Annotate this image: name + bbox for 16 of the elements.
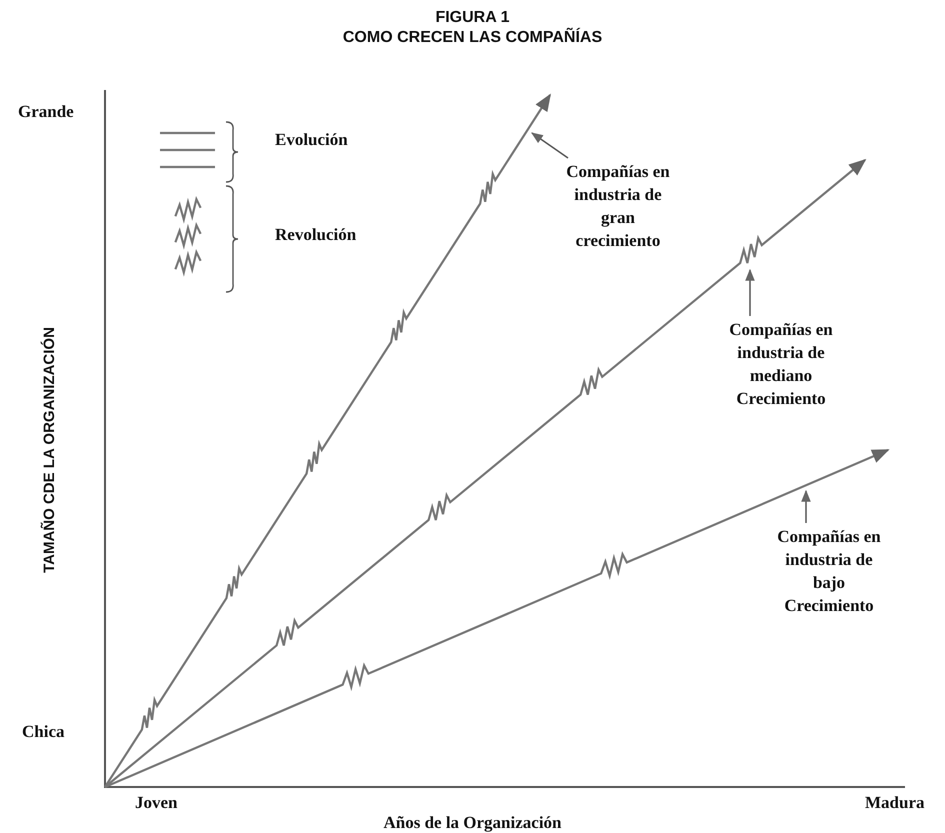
leader-arrow: [745, 268, 755, 316]
axis-title: Años de la Organización: [382, 813, 563, 833]
axis-label: Chica: [22, 722, 64, 742]
axis-label: Madura: [865, 793, 924, 813]
figure-number: FIGURA 1: [434, 8, 511, 28]
legend-label: Evolución: [275, 130, 348, 150]
axis-label: Joven: [135, 793, 178, 813]
legend-label: Revolución: [275, 225, 356, 245]
curve-label: Compañías en industria de gran crecimiento: [565, 161, 671, 252]
curve-label: Compañías en industria de bajo Crecimiento: [776, 526, 882, 617]
curve-label: Compañías en industria de mediano Crecimiento: [728, 319, 834, 410]
leader-arrow: [531, 132, 568, 159]
figure-title: COMO CRECEN LAS COMPAÑÍAS: [342, 28, 604, 48]
leader-arrow: [801, 490, 811, 523]
axis-label: Grande: [18, 102, 74, 122]
axis-title: TAMAÑO CDE LA ORGANIZACIÓN: [40, 327, 59, 573]
